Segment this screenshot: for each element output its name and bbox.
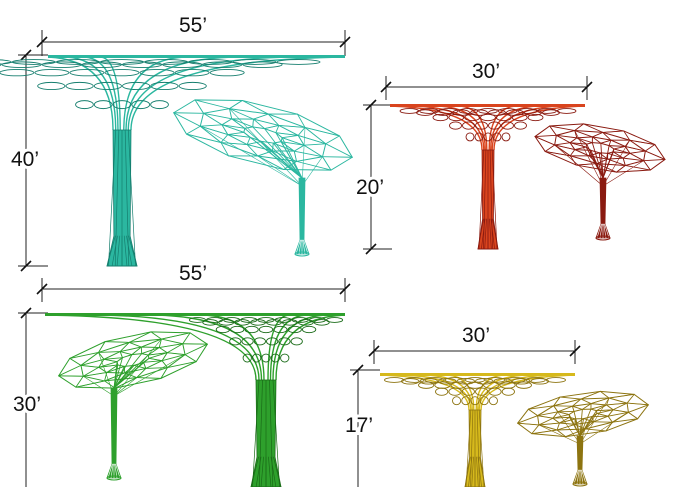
red-umbrella-perspective [534, 123, 666, 241]
teal-structure-group: 55’ 40’ [0, 14, 353, 272]
teal-height-label: 40’ [11, 148, 39, 171]
yellow-structure-group: 30’ 17’ [342, 324, 650, 487]
yellow-height-label: 17’ [345, 414, 373, 437]
green-width-dimension: 55’ [36, 262, 351, 302]
teal-umbrella-elevation [0, 55, 346, 267]
yellow-umbrella-perspective [516, 390, 650, 487]
red-height-dimension: 20’ [353, 99, 392, 255]
yellow-umbrella-elevation [379, 373, 576, 487]
yellow-width-dimension: 30’ [368, 324, 581, 364]
green-width-label: 55’ [179, 262, 207, 285]
red-umbrella-elevation [389, 104, 586, 250]
teal-height-dimension: 40’ [8, 49, 48, 272]
red-structure-group: 30’ 20’ [353, 60, 666, 255]
red-width-label: 30’ [472, 60, 500, 83]
teal-width-dimension: 55’ [36, 14, 351, 56]
green-height-label: 30’ [13, 393, 41, 416]
teal-width-label: 55’ [179, 14, 207, 37]
green-structure-group: 55’ 30’ [10, 262, 351, 487]
yellow-height-dimension: 17’ [342, 364, 380, 487]
green-umbrella-elevation [44, 313, 346, 487]
red-width-dimension: 30’ [380, 60, 593, 100]
teal-umbrella-perspective [173, 99, 353, 257]
red-height-label: 20’ [356, 176, 384, 199]
green-umbrella-perspective [57, 331, 209, 481]
yellow-width-label: 30’ [462, 324, 490, 347]
green-height-dimension: 30’ [10, 307, 48, 487]
